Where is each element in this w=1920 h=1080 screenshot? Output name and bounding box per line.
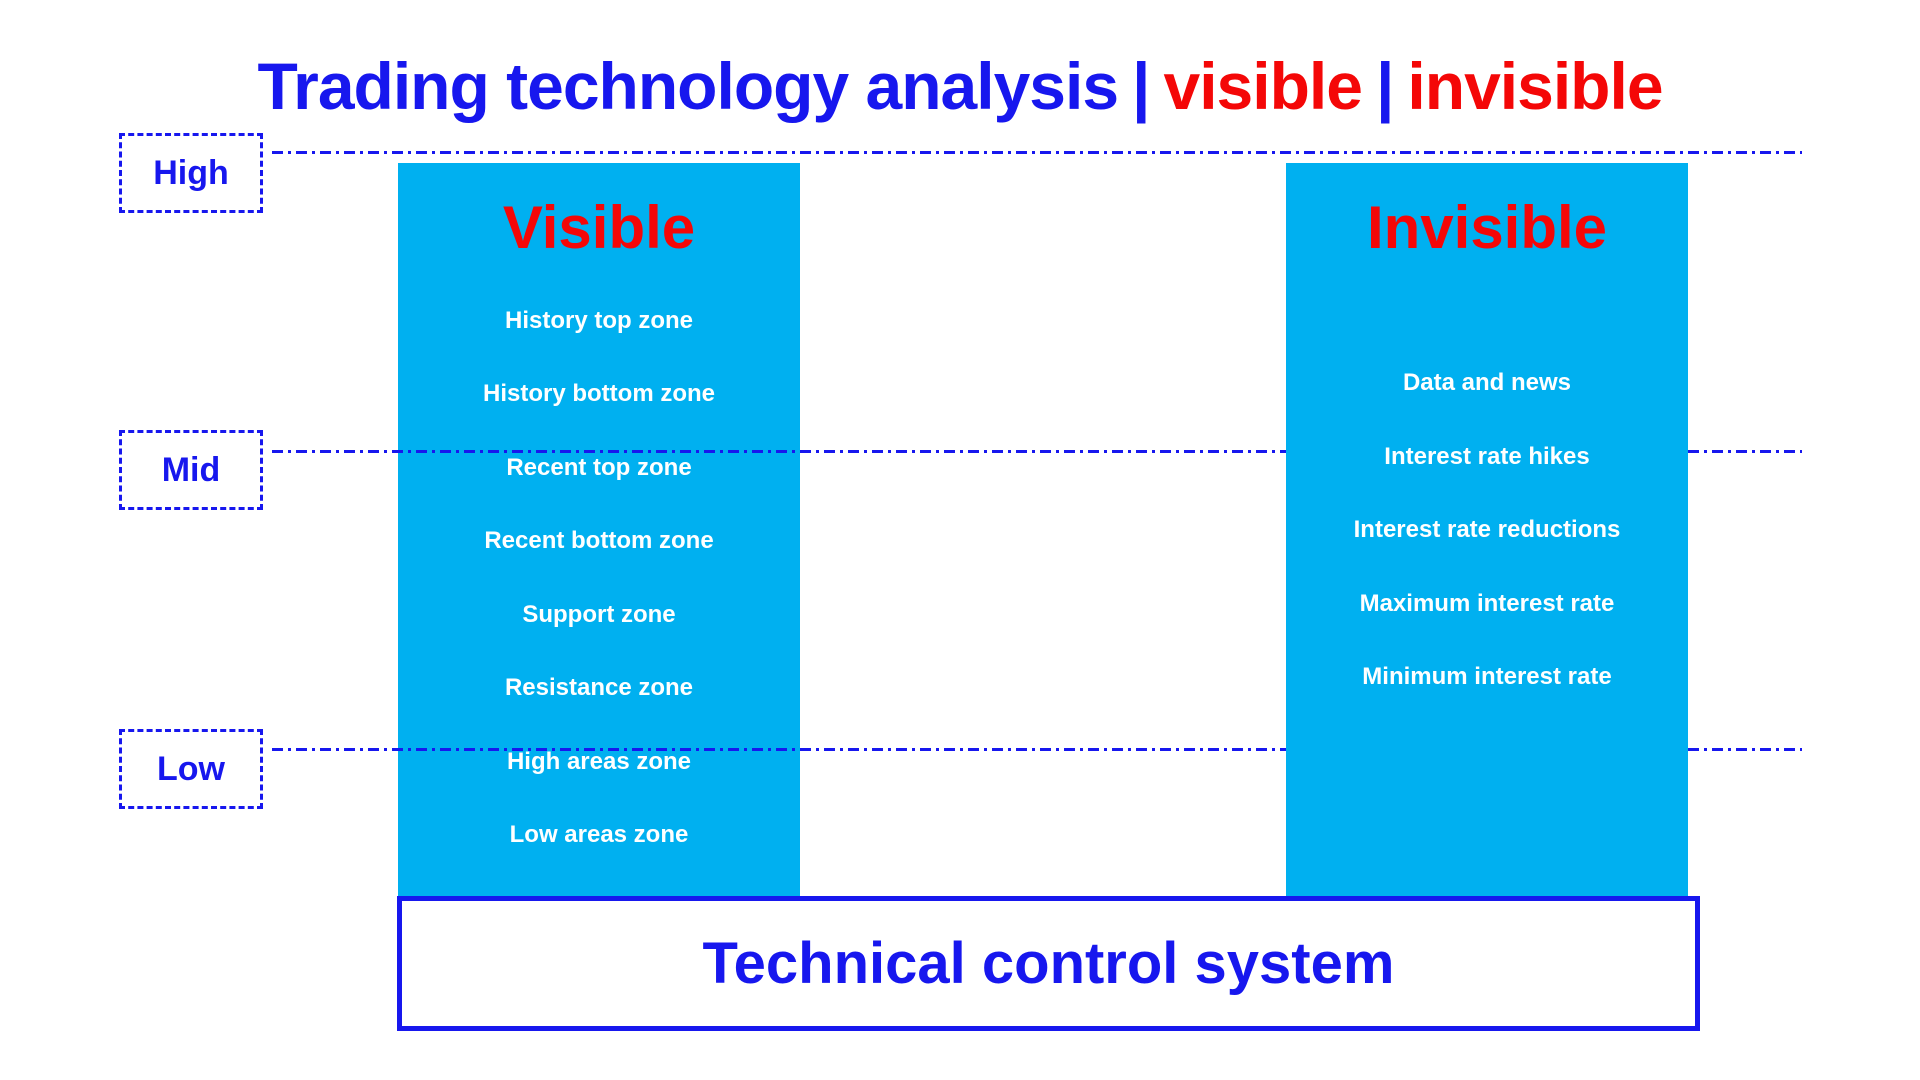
title-separator-1: | xyxy=(1132,49,1150,123)
list-item: Recent bottom zone xyxy=(484,527,714,555)
level-label-low: Low xyxy=(157,749,225,788)
level-line-high xyxy=(272,151,1802,154)
list-item: Low areas zone xyxy=(509,821,689,849)
level-line-mid xyxy=(272,450,1802,453)
level-marker-low: Low xyxy=(119,729,263,809)
title-highlight-invisible: invisible xyxy=(1407,49,1663,123)
list-item: Data and news xyxy=(1402,369,1572,397)
list-item: Interest rate hikes xyxy=(1384,442,1590,470)
footer-box: Technical control system xyxy=(397,896,1700,1031)
footer-label: Technical control system xyxy=(702,931,1395,996)
list-item: Recent top zone xyxy=(506,453,692,481)
list-item: Interest rate reductions xyxy=(1353,516,1621,544)
level-marker-mid: Mid xyxy=(119,430,263,510)
list-item: Support zone xyxy=(522,600,676,628)
title-main: Trading technology analysis xyxy=(257,49,1119,123)
invisible-column-items: Data and news Interest rate hikes Intere… xyxy=(1286,347,1688,715)
level-label-mid: Mid xyxy=(161,450,221,489)
list-item: Resistance zone xyxy=(504,674,694,702)
visible-column-items: History top zone History bottom zone Rec… xyxy=(398,284,800,872)
level-label-high: High xyxy=(153,153,229,192)
visible-column-header: Visible xyxy=(502,193,696,261)
list-item: Minimum interest rate xyxy=(1362,663,1612,691)
title-highlight-visible: visible xyxy=(1163,49,1363,123)
invisible-column: Invisible Data and news Interest rate hi… xyxy=(1286,163,1688,896)
level-marker-high: High xyxy=(119,133,263,213)
list-item: History bottom zone xyxy=(483,380,715,408)
visible-column: Visible History top zone History bottom … xyxy=(398,163,800,896)
invisible-column-header: Invisible xyxy=(1366,193,1608,261)
page-title: Trading technology analysis|visible|invi… xyxy=(0,48,1920,124)
list-item: Maximum interest rate xyxy=(1359,589,1615,617)
title-separator-2: | xyxy=(1375,49,1394,123)
list-item: High areas zone xyxy=(506,747,692,775)
level-line-low xyxy=(272,748,1802,751)
list-item: History top zone xyxy=(504,306,693,334)
